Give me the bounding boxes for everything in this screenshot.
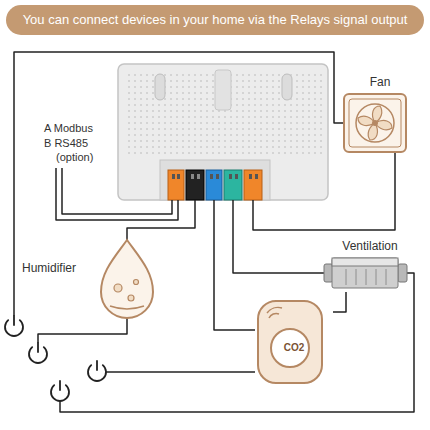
terminal-screw <box>249 174 252 179</box>
signal-label: B RS485 <box>44 137 88 150</box>
terminal-screws <box>172 174 258 179</box>
controller-housing <box>118 64 328 200</box>
node-text-group: CO2 <box>255 341 333 355</box>
signal-label: (option) <box>56 151 93 164</box>
power-symbol <box>88 361 106 381</box>
device-label: Humidifier <box>22 260 76 276</box>
wires <box>14 52 414 412</box>
terminal-screw <box>191 174 194 179</box>
keyhole-slot <box>155 74 165 100</box>
device-label: Ventilation <box>316 238 424 254</box>
co2-sensor-device: CO2 <box>255 298 333 386</box>
terminal-screw <box>210 174 213 179</box>
power-bar <box>13 316 15 325</box>
signal-label: A Modbus <box>44 122 93 135</box>
vent-icon <box>316 254 416 292</box>
power-symbols <box>5 316 106 401</box>
co2-relay-wire <box>214 200 255 330</box>
terminal-screw <box>172 174 175 179</box>
device-label: Fan <box>340 74 420 90</box>
vent-dots <box>124 70 322 156</box>
title-bar: You can connect devices in your home via… <box>6 5 424 35</box>
ventilation-relay-wire <box>233 200 324 273</box>
fan-power-wire <box>14 52 344 316</box>
terminal-screw <box>177 174 180 179</box>
node-text-group: Ventilation <box>316 238 424 254</box>
power-symbol <box>29 343 47 363</box>
modbus-wire <box>56 168 178 220</box>
humidifier-power-wire <box>38 318 127 343</box>
terminal-screw <box>235 174 238 179</box>
power-symbol <box>51 381 69 401</box>
fan-relay-wire <box>253 152 395 230</box>
power-symbol <box>5 316 23 336</box>
center-clip <box>215 70 231 110</box>
terminal-block <box>206 170 222 200</box>
hum-icon <box>92 236 162 324</box>
terminal-screw <box>197 174 200 179</box>
power-bar <box>96 361 98 370</box>
terminal-block <box>244 170 262 200</box>
sensor-label: CO2 <box>255 341 333 355</box>
fan-device: Fan <box>340 74 420 154</box>
humidifier-device: Humidifier <box>22 236 172 324</box>
rs485-wire <box>62 168 172 214</box>
signal-wire <box>333 292 346 312</box>
ventilation-device: Ventilation <box>316 238 424 292</box>
terminal-block <box>186 170 204 200</box>
terminal-screw <box>255 174 258 179</box>
node-text-group: Fan <box>340 74 420 90</box>
node-text-group: Humidifier <box>22 260 76 276</box>
terminal-block <box>224 170 242 200</box>
power-bar <box>59 381 61 390</box>
co2-power-wire <box>106 371 255 373</box>
humidifier-relay-wire <box>127 200 195 240</box>
keyhole-slot <box>282 74 292 100</box>
terminal-recess <box>160 160 270 200</box>
terminal-screw <box>216 174 219 179</box>
fan-icon <box>340 92 412 154</box>
terminal-screw <box>229 174 232 179</box>
terminal-block <box>168 170 184 200</box>
power-bar <box>37 343 39 352</box>
title-text: You can connect devices in your home via… <box>23 12 408 28</box>
